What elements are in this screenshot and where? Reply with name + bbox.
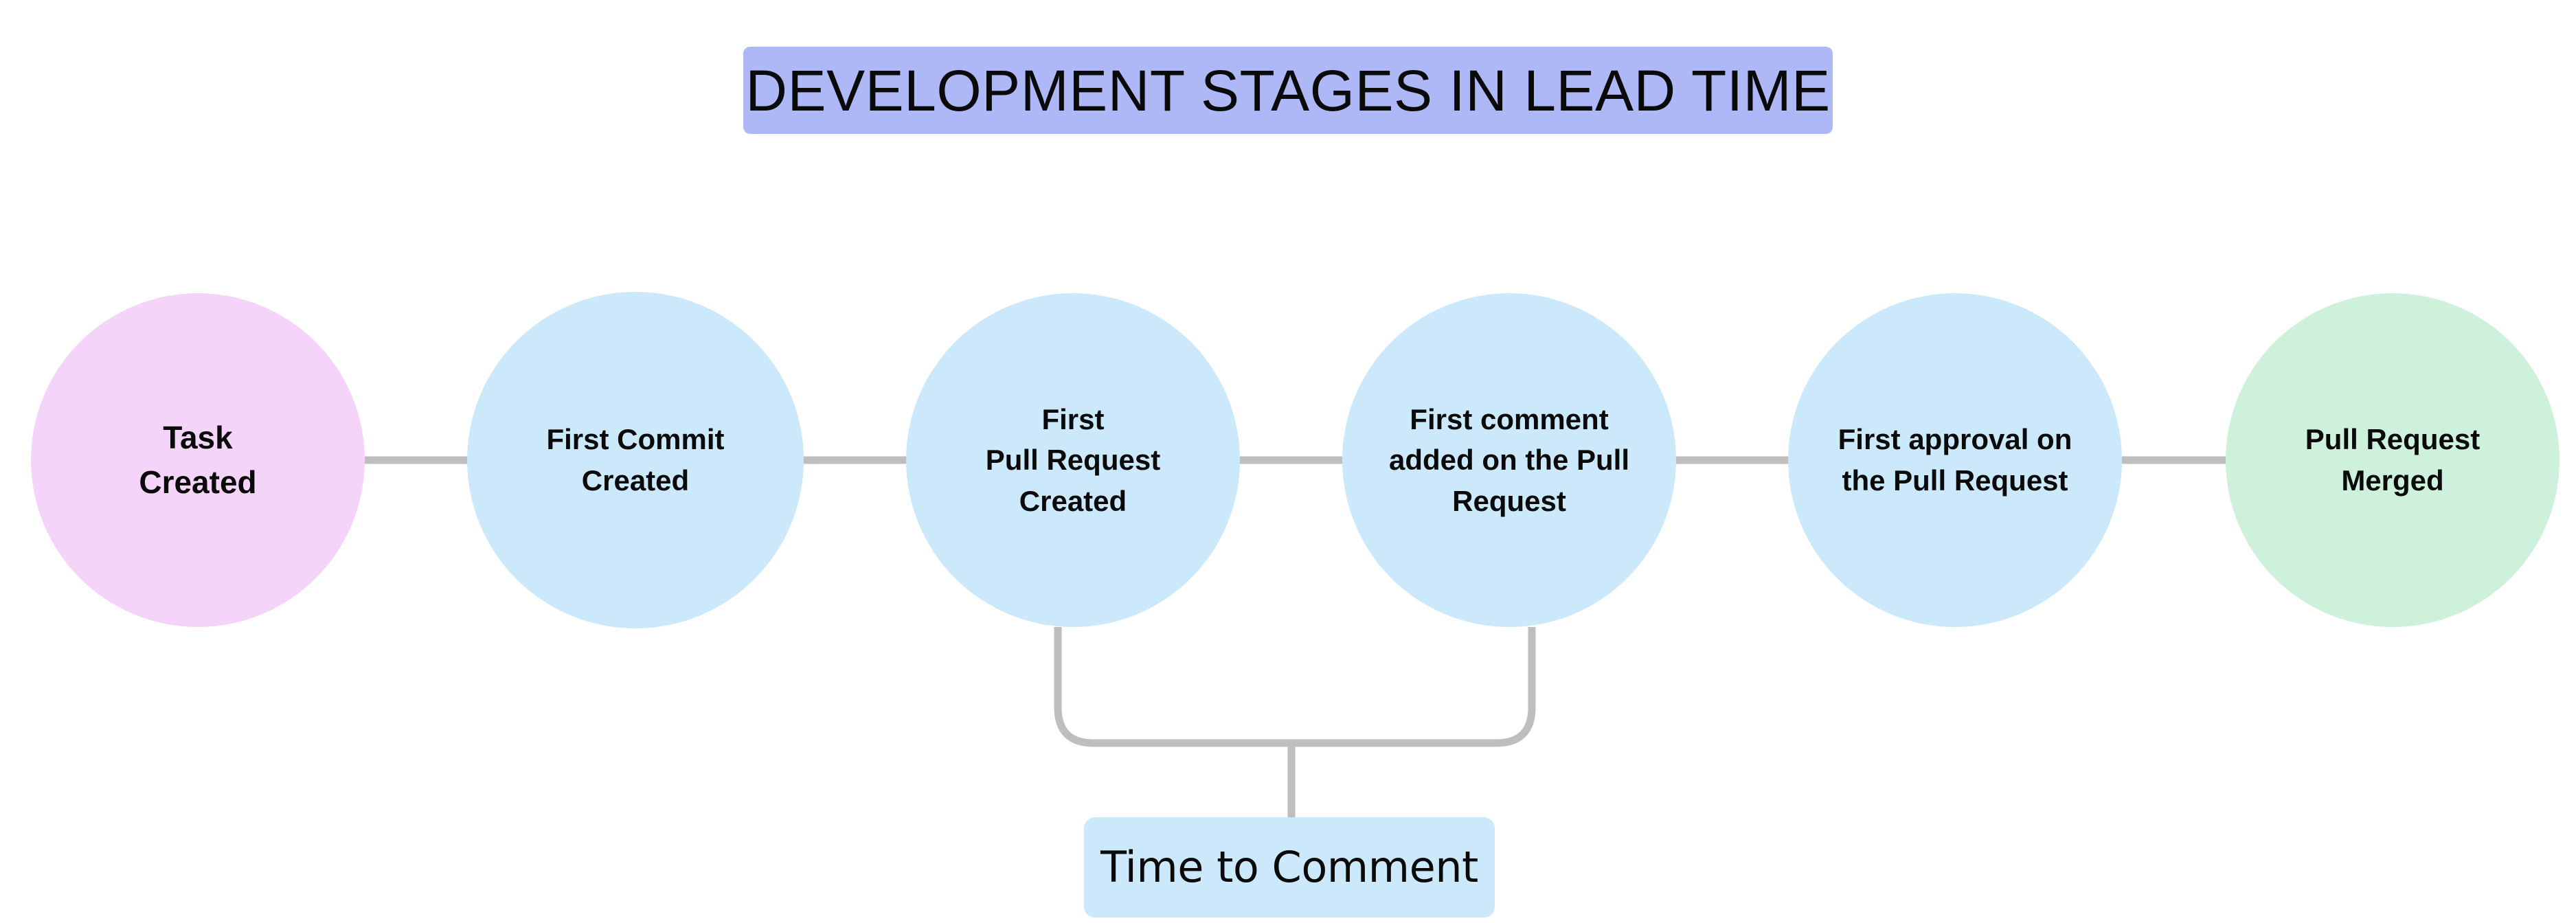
measure-label: Time to Comment [1100,842,1478,892]
node-pull-request-merged[interactable]: Pull Request Merged [2226,293,2560,627]
page-title: DEVELOPMENT STAGES IN LEAD TIME [745,58,1831,123]
measure-bracket [1054,627,1536,747]
node-label: Task Created [139,419,257,500]
node-label: Pull Request Merged [2305,423,2481,497]
node-label: First Pull Request Created [985,402,1161,517]
measure-label-box[interactable]: Time to Comment [1084,817,1495,918]
node-first-comment-on-pull-request[interactable]: First comment added on the Pull Request [1342,293,1676,627]
node-label: First Commit Created [546,423,725,497]
diagram-title-box: DEVELOPMENT STAGES IN LEAD TIME [743,47,1833,134]
node-first-commit-created[interactable]: First Commit Created [467,292,804,628]
node-first-pull-request-created[interactable]: First Pull Request Created [906,293,1240,627]
node-label: First comment added on the Pull Request [1388,402,1629,517]
node-first-approval-on-pull-request[interactable]: First approval on the Pull Request [1788,293,2122,627]
node-task-created[interactable]: Task Created [31,293,365,627]
node-label: First approval on the Pull Request [1838,423,2072,497]
